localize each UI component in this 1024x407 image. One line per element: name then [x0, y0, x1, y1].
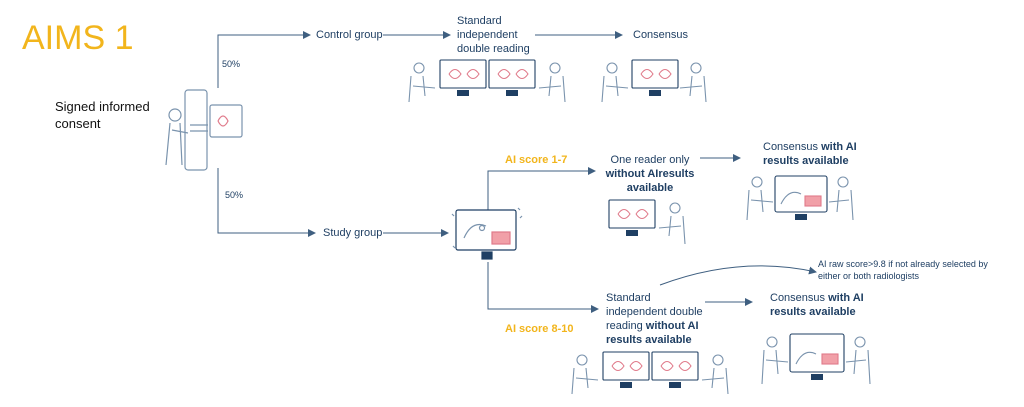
high-reading-label: Standard independent double reading with… [606, 292, 703, 346]
split-top-percent: 50% [222, 59, 241, 69]
ai-split-connector [487, 167, 596, 210]
high-consensus-ai-workstation-icon [761, 333, 871, 385]
low-consensus-ai-workstation-icon [746, 175, 854, 221]
split-connector-bottom [217, 168, 316, 237]
control-reading-label: Standard independent double reading [457, 15, 530, 55]
consent-label: Signed informed consent [55, 99, 150, 131]
split-connector-top [217, 31, 311, 88]
control-consensus-label: Consensus [633, 29, 689, 41]
raw-score-bypass-arrow [659, 265, 817, 286]
raw-score-note: AI raw score>9.8 if not already selected… [818, 259, 988, 281]
one-reader-label: One reader only without AIresults availa… [605, 154, 695, 194]
split-bottom-percent: 50% [225, 190, 244, 200]
high-consensus-label: Consensus with AI results available [770, 292, 864, 318]
diagram-title: AIMS 1 [22, 19, 134, 57]
high-readers-workstation-icon [571, 351, 729, 395]
control-readers-workstation-icon [408, 59, 566, 103]
one-reader-workstation-icon [608, 199, 686, 245]
control-consensus-workstation-icon [601, 59, 707, 103]
mammography-machine-icon [165, 89, 243, 171]
ai-monitor-icon [451, 207, 523, 260]
ai-score-low-label: AI score 1-7 [505, 154, 568, 166]
ai-score-high-label: AI score 8-10 [505, 323, 574, 335]
control-group-label: Control group [316, 29, 383, 41]
low-consensus-label: Consensus with AI results available [763, 141, 857, 167]
ai-split-connector-low [487, 262, 599, 313]
study-group-label: Study group [323, 227, 383, 239]
